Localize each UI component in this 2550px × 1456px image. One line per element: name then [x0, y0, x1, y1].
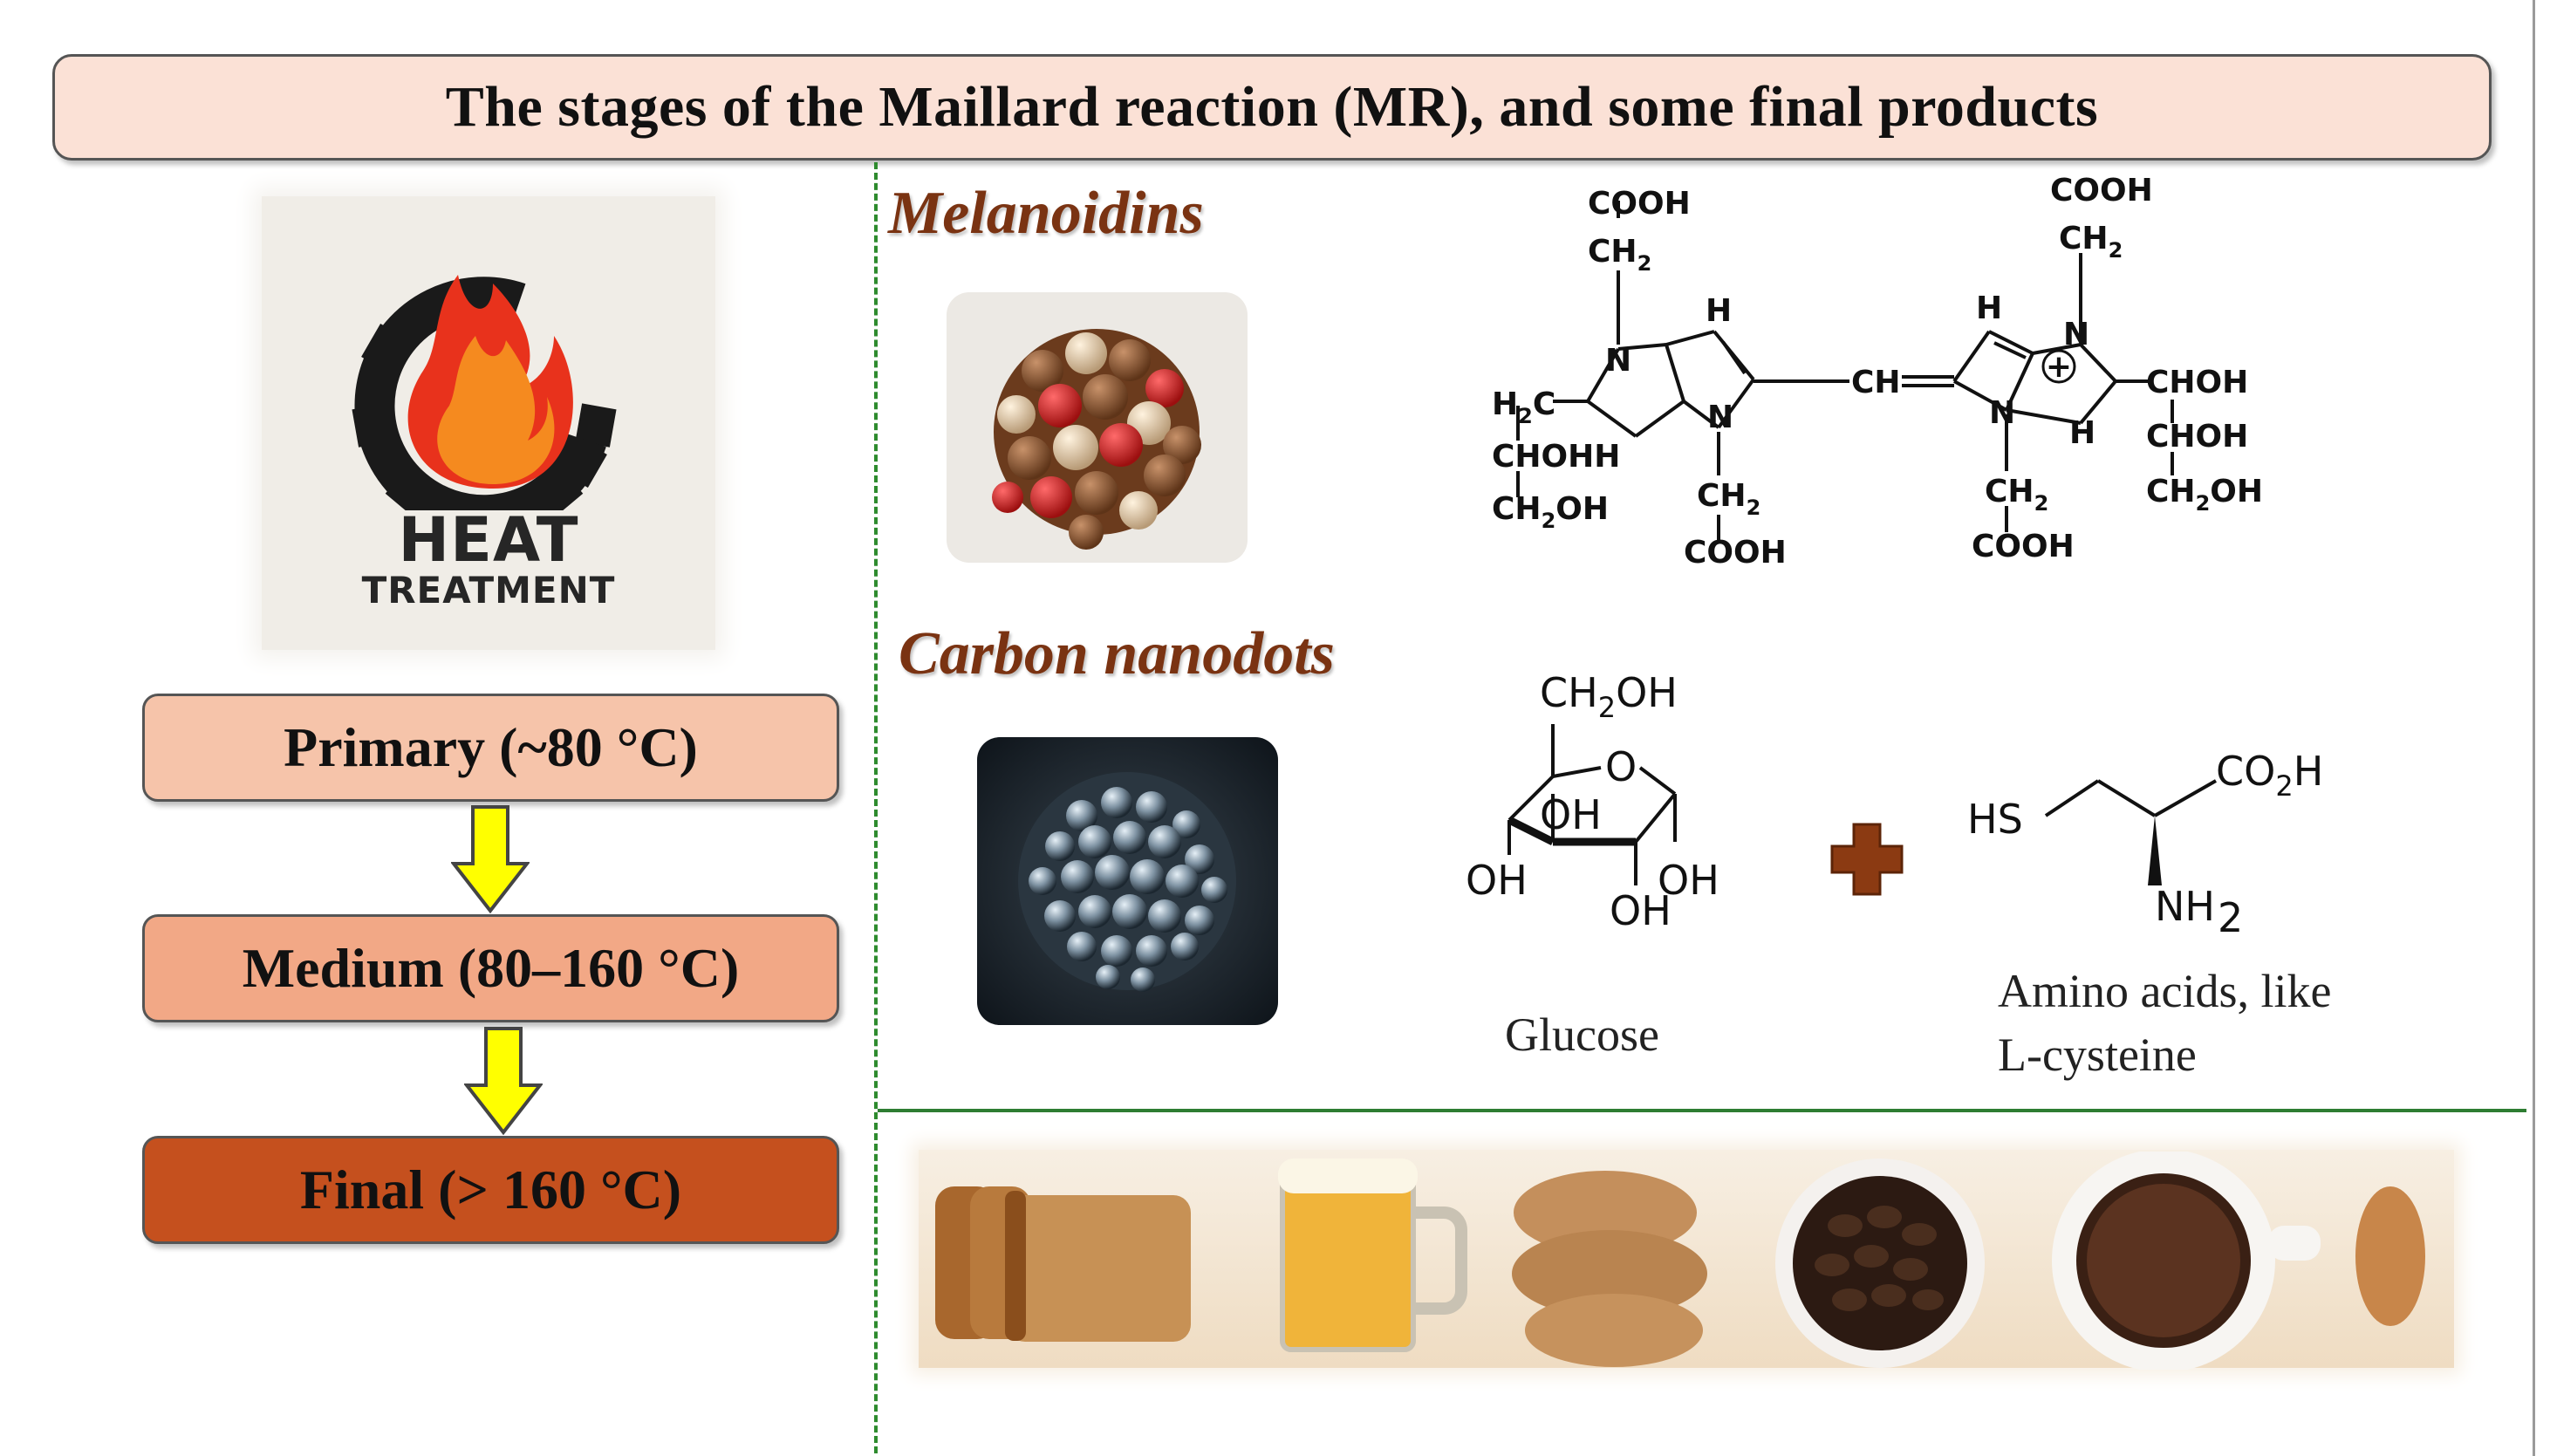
svg-text:N: N	[1989, 395, 2015, 431]
svg-text:CH2OH: CH2OH	[2146, 474, 2263, 516]
svg-text:OH: OH	[1610, 887, 1672, 934]
logo-word-treatment: TREATMENT	[361, 569, 616, 612]
beer-mug-icon	[1278, 1159, 1467, 1352]
plus-icon	[1830, 823, 1904, 896]
svg-text:CH2: CH2	[2059, 221, 2123, 263]
carbon-nanodots-heading: Carbon nanodots	[899, 620, 1335, 687]
coffee-cup-icon	[2052, 1152, 2425, 1370]
cysteine-caption-line2: L-cysteine	[1998, 1029, 2197, 1081]
vertical-divider	[874, 162, 878, 1453]
svg-text:CH2: CH2	[1697, 478, 1760, 520]
svg-text:OH: OH	[1658, 857, 1719, 904]
melanoidin-particle-icon	[947, 292, 1248, 563]
svg-text:CHOHH: CHOHH	[1492, 439, 1620, 475]
carbon-nanodot-particle-icon	[977, 737, 1278, 1025]
logo-word-heat: HEAT	[398, 504, 579, 576]
food-products	[935, 1152, 2425, 1370]
page-title: The stages of the Maillard reaction (MR)…	[445, 75, 2099, 139]
bread-icon	[935, 1186, 1191, 1342]
stage-primary: Primary (~80 °C)	[142, 694, 839, 802]
svg-text:HS: HS	[1967, 796, 2023, 843]
svg-text:CH2OH: CH2OH	[1540, 669, 1678, 724]
glucose-structure: CH2OH O OH OH OH OH	[1466, 669, 1719, 934]
svg-text:NH: NH	[2155, 883, 2215, 930]
svg-text:+: +	[2046, 349, 2072, 385]
down-arrow-icon	[451, 805, 530, 913]
svg-text:CH: CH	[1851, 365, 1901, 400]
svg-text:COOH: COOH	[1684, 535, 1787, 571]
melanoidins-heading: Melanoidins	[888, 180, 1204, 247]
svg-text:CH2: CH2	[1588, 234, 1651, 276]
cysteine-caption-line1: Amino acids, like	[1998, 965, 2332, 1017]
glucose-caption: Glucose	[1505, 1008, 1659, 1061]
melanoidin-structure: + COOH CH2 N H H H2C H N CHOHH CH2OH CH2…	[1492, 174, 2263, 571]
cysteine-structure: HS CO2H NH 2	[1967, 748, 2323, 941]
down-arrow-icon	[464, 1027, 543, 1135]
svg-text:CO2H: CO2H	[2216, 748, 2323, 803]
svg-text:CHOH: CHOH	[2146, 419, 2248, 455]
svg-text:N: N	[1707, 400, 1733, 435]
svg-text:2: 2	[2218, 894, 2243, 941]
svg-text:OH: OH	[1466, 857, 1528, 904]
svg-text:CH2OH: CH2OH	[1492, 491, 1609, 533]
svg-text:N: N	[1605, 343, 1631, 379]
gear-flame-icon	[352, 275, 617, 537]
coffee-beans-icon	[1775, 1159, 1985, 1368]
svg-text:H: H	[1976, 291, 2002, 326]
label-cooh: COOH	[1588, 186, 1691, 222]
svg-text:N: N	[2063, 317, 2089, 352]
svg-text:OH: OH	[1540, 791, 1602, 838]
svg-text:H: H	[2069, 415, 2095, 451]
stage-medium: Medium (80–160 °C)	[142, 914, 839, 1022]
stage-final: Final (> 160 °C)	[142, 1136, 839, 1244]
svg-text:COOH: COOH	[1972, 529, 2075, 564]
right-border	[2533, 0, 2535, 1456]
svg-text:H2C: H2C	[1492, 386, 1555, 428]
title-banner: The stages of the Maillard reaction (MR)…	[52, 54, 2492, 161]
svg-text:O: O	[1605, 743, 1637, 790]
svg-text:COOH: COOH	[2050, 174, 2153, 208]
svg-text:H: H	[1706, 293, 1732, 329]
svg-text:CH2: CH2	[1985, 474, 2048, 516]
svg-text:CHOH: CHOH	[2146, 365, 2248, 400]
heat-treatment-logo	[262, 196, 715, 650]
cookies-icon	[1512, 1171, 1707, 1367]
horizontal-divider	[878, 1109, 2526, 1112]
